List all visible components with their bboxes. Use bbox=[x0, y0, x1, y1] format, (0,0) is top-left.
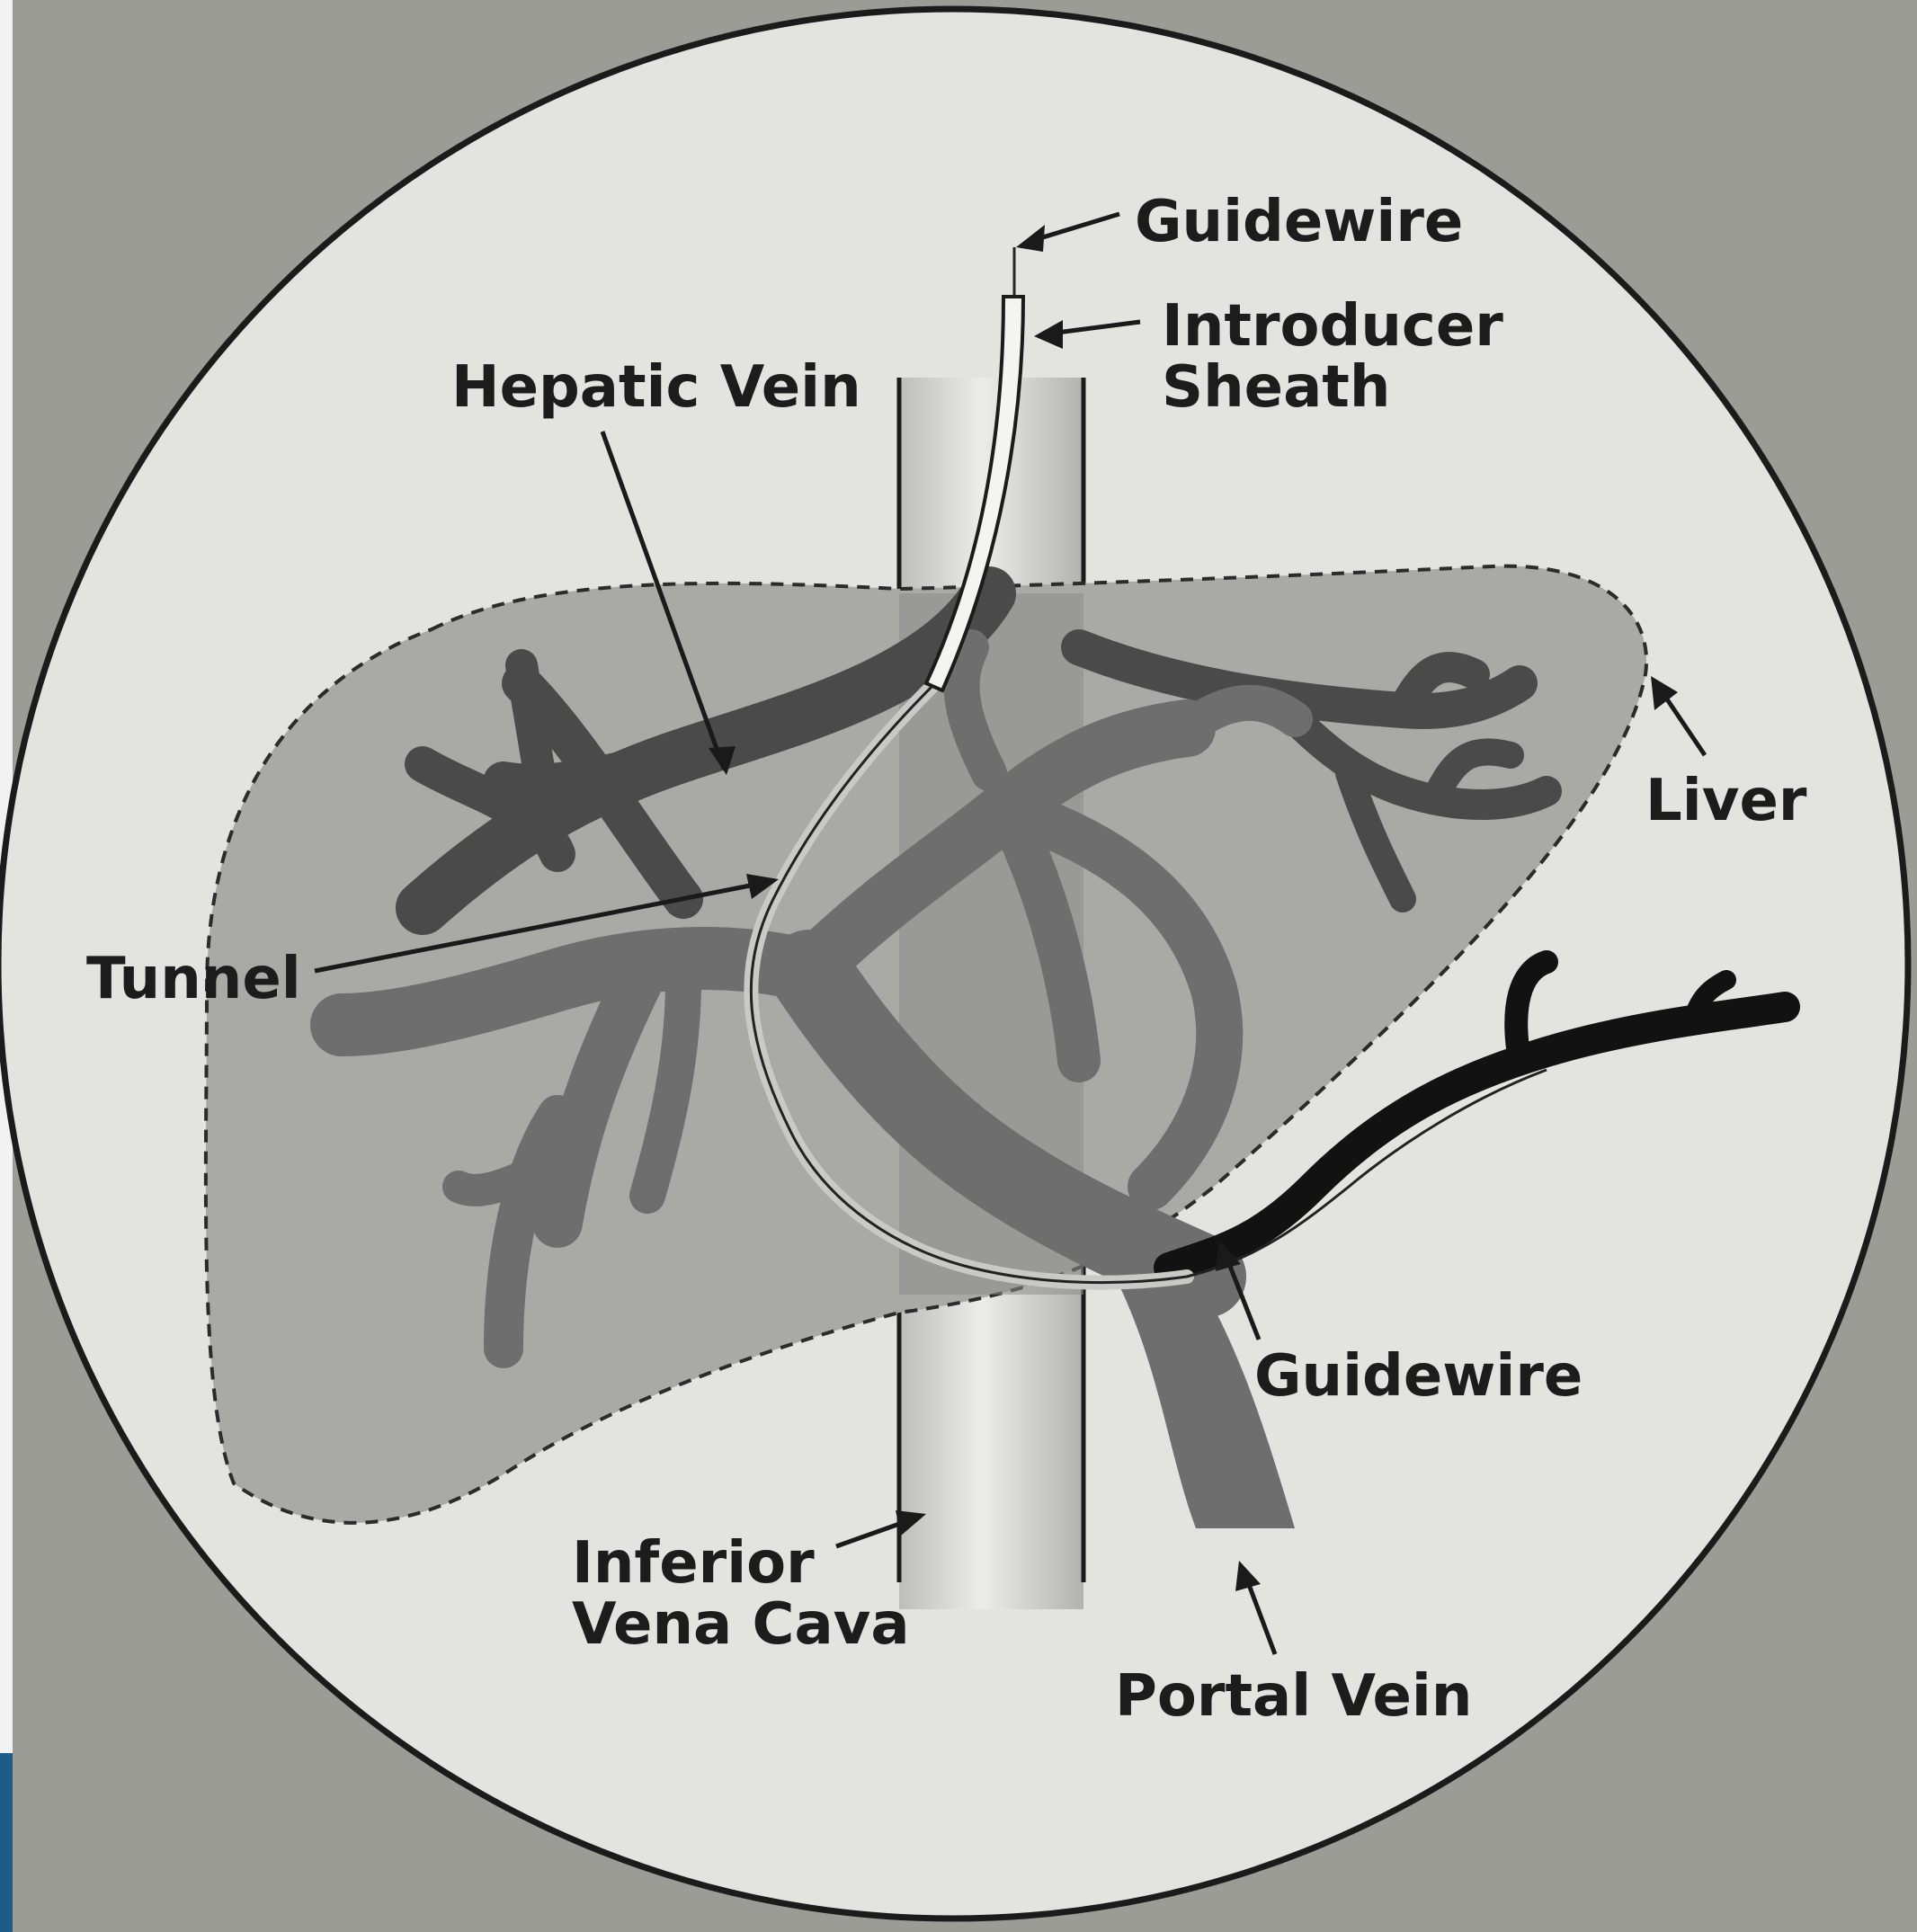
label-guidewire-bottom: Guidewire bbox=[1254, 1343, 1583, 1410]
label-guidewire-top: Guidewire bbox=[1135, 189, 1463, 255]
label-tunnel: Tunnel bbox=[86, 946, 301, 1012]
label-ivc-line1: Inferior bbox=[572, 1530, 815, 1597]
left-edge-accent bbox=[0, 1753, 13, 1932]
label-introducer-line2: Sheath bbox=[1162, 354, 1390, 421]
label-introducer-line1: Introducer bbox=[1162, 293, 1503, 360]
label-ivc-line2: Vena Cava bbox=[572, 1591, 910, 1658]
label-portal-vein: Portal Vein bbox=[1115, 1663, 1472, 1730]
label-liver: Liver bbox=[1645, 768, 1807, 834]
label-hepatic-vein: Hepatic Vein bbox=[451, 354, 861, 421]
